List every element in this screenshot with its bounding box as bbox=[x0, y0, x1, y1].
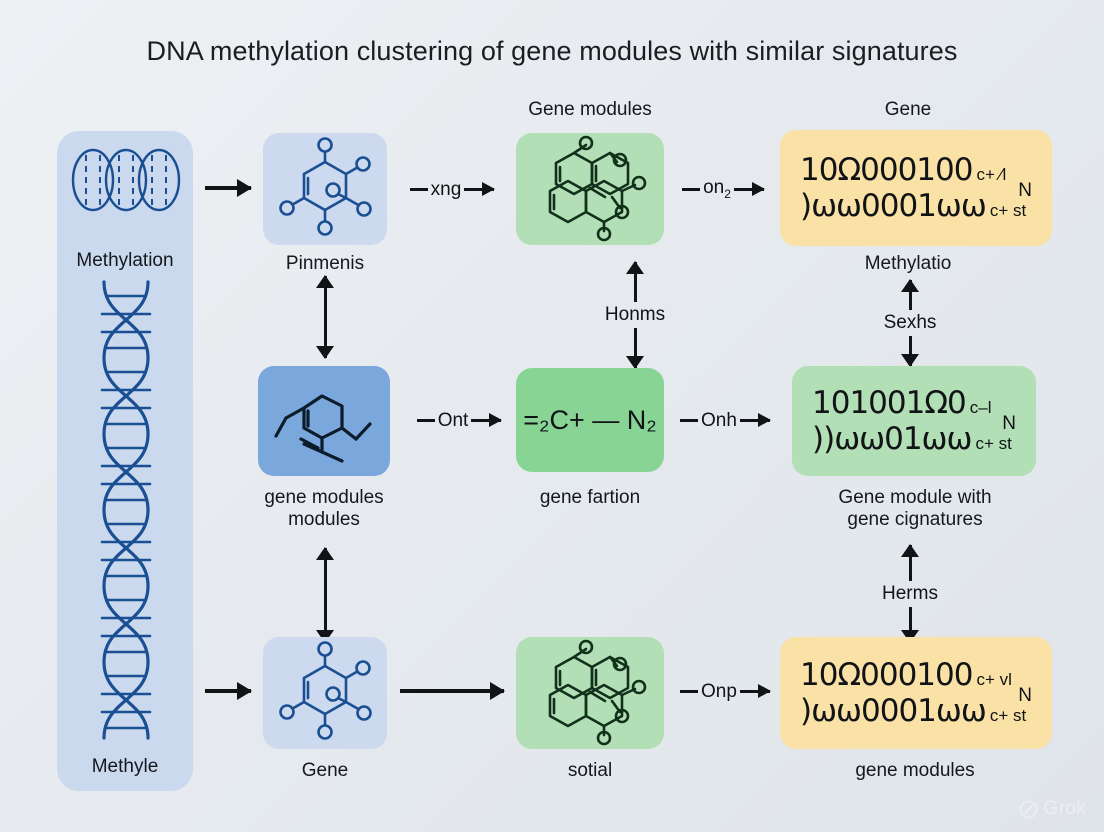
connector-line bbox=[416, 418, 435, 422]
connector-signatures-herms: Herms bbox=[855, 544, 965, 643]
node-gene-modules-top[interactable] bbox=[516, 133, 664, 245]
node-gene-bottom[interactable] bbox=[263, 637, 387, 749]
node-gene-fartion-label: gene fartion bbox=[539, 487, 641, 508]
node-gene-modules-modules[interactable] bbox=[258, 366, 390, 476]
node-gene-fartion[interactable] bbox=[516, 368, 664, 472]
node-sotial[interactable] bbox=[516, 637, 664, 749]
connector-segment-up bbox=[316, 275, 334, 317]
connector-label: Herms bbox=[882, 582, 938, 604]
connector-segment-up bbox=[316, 547, 334, 595]
connector-segment-down bbox=[626, 328, 644, 369]
methylation-top-label: Methylation bbox=[76, 250, 174, 271]
connector-line bbox=[680, 689, 699, 693]
dna-helix-icon bbox=[78, 280, 174, 742]
connector-arrowhead bbox=[733, 181, 765, 196]
connector-fartion-to-signatures: Onh bbox=[669, 407, 781, 433]
connector-segment-up bbox=[626, 261, 644, 302]
polycyclic-molecule-icon bbox=[548, 639, 647, 746]
methylation-strip-panel bbox=[57, 131, 193, 791]
sequence-line-1: 10Ω000100 bbox=[800, 152, 973, 188]
sequence-row: 101001Ω0 c–l bbox=[812, 385, 1022, 421]
sequence-tail-n: N bbox=[1002, 413, 1016, 434]
sequence-line-1: 10Ω000100 bbox=[800, 657, 973, 693]
connector-segment-down bbox=[316, 595, 334, 643]
connector-label: Ont bbox=[437, 409, 469, 431]
connector-gene-sexhs: Sexhs bbox=[855, 279, 965, 367]
arrow-strip-to-pinmenis bbox=[205, 179, 252, 197]
node-gene-modules-bottom-label: gene modules bbox=[855, 760, 975, 781]
chromosome-icon bbox=[66, 140, 186, 220]
connector-line bbox=[680, 418, 699, 422]
sequence-suffix-1: c+ ⁄l bbox=[976, 165, 1007, 184]
connector-label: Sexhs bbox=[883, 312, 937, 333]
node-pinmenis-label: Pinmenis bbox=[285, 253, 365, 274]
sequence-line-2: )ωω0001ωω bbox=[800, 188, 987, 224]
connector-label: Onh bbox=[701, 409, 737, 431]
benzene-ring-molecule-icon bbox=[279, 137, 372, 236]
node-gene-module-signatures[interactable]: 101001Ω0 c–l N ))ωω01ωω c+ st bbox=[792, 366, 1036, 476]
connector-modules-to-gene-bottom bbox=[310, 547, 340, 643]
node-gene-top-bottom-label: Methylatio bbox=[864, 253, 952, 274]
connector-segment-down bbox=[901, 336, 919, 367]
sequence-line-2: )ωω0001ωω bbox=[800, 693, 987, 729]
sequence-tail-n: N bbox=[1018, 685, 1032, 706]
methylation-bottom-label: Methyle bbox=[91, 756, 159, 777]
node-gene-modules-bottom[interactable]: 10Ω000100 c+ vl N )ωω0001ωω c+ st bbox=[780, 637, 1052, 749]
connector-gene-modules-honms: Honms bbox=[575, 261, 695, 369]
sequence-suffix-2: c+ st bbox=[989, 201, 1027, 220]
node-pinmenis[interactable] bbox=[263, 133, 387, 245]
connector-sotial-to-gene-modules-bottom: Onp bbox=[669, 678, 781, 704]
node-gene-top-label: Gene bbox=[884, 99, 932, 120]
sequence-suffix-1: c–l bbox=[969, 398, 992, 417]
node-gene-bottom-label: Gene bbox=[301, 760, 349, 781]
page-title: DNA methylation clustering of gene modul… bbox=[146, 36, 958, 66]
connector-label: xng bbox=[430, 178, 462, 200]
connector-line bbox=[682, 187, 701, 191]
sequence-line-1: 101001Ω0 bbox=[812, 385, 967, 421]
node-sotial-label: sotial bbox=[567, 760, 613, 781]
sequence-row: 10Ω000100 c+ vl bbox=[800, 657, 1038, 693]
connector-segment-up bbox=[901, 279, 919, 310]
sequence-suffix-2: c+ st bbox=[975, 434, 1012, 453]
node-gene-modules-modules-label: gene modules modules bbox=[264, 487, 384, 531]
sequence-row: ))ωω01ωω c+ st bbox=[812, 421, 1022, 457]
watermark: Grok bbox=[1019, 798, 1086, 820]
sequence-row: )ωω0001ωω c+ st bbox=[800, 188, 1038, 224]
connector-gene-modules-to-gene: on2 bbox=[669, 176, 777, 202]
connector-label: on2 bbox=[703, 177, 731, 201]
connector-arrowhead bbox=[464, 181, 496, 196]
sequence-suffix-1: c+ vl bbox=[976, 670, 1012, 689]
connector-arrowhead bbox=[471, 412, 503, 427]
sequence-suffix-2: c+ st bbox=[989, 706, 1027, 725]
node-gene-modules-top-label: Gene modules bbox=[528, 99, 652, 120]
grok-logo-icon bbox=[1019, 800, 1038, 818]
gene-fartion-formula: =₂C+ — N₂ bbox=[523, 404, 657, 435]
node-gene-top[interactable]: 10Ω000100 c+ ⁄l N )ωω0001ωω c+ st bbox=[780, 130, 1052, 246]
benzene-ring-molecule-icon bbox=[279, 641, 372, 740]
watermark-label: Grok bbox=[1043, 798, 1086, 819]
connector-label: Onp bbox=[701, 680, 737, 702]
sequence-row: 10Ω000100 c+ ⁄l bbox=[800, 152, 1038, 188]
connector-modules-to-fartion: Ont bbox=[404, 407, 514, 433]
connector-label: Honms bbox=[604, 304, 666, 325]
arrow-gene-to-sotial bbox=[400, 682, 505, 700]
terpene-skeletal-molecule-icon bbox=[274, 394, 372, 463]
connector-pinmenis-to-gene-modules: xng bbox=[396, 176, 508, 202]
connector-arrowhead bbox=[739, 683, 771, 698]
polycyclic-molecule-icon bbox=[548, 135, 647, 242]
connector-pinmenis-to-modules bbox=[310, 275, 340, 359]
sequence-tail-n: N bbox=[1018, 180, 1032, 201]
connector-line bbox=[409, 187, 428, 191]
sequence-line-2: ))ωω01ωω bbox=[812, 421, 972, 457]
sequence-row: )ωω0001ωω c+ st bbox=[800, 693, 1038, 729]
node-gene-module-signatures-label: Gene module with gene cignatures bbox=[838, 487, 992, 531]
connector-segment-up bbox=[901, 544, 919, 581]
connector-segment-down bbox=[316, 317, 334, 359]
connector-arrowhead bbox=[739, 412, 771, 427]
arrow-strip-to-gene-bottom bbox=[205, 682, 252, 700]
